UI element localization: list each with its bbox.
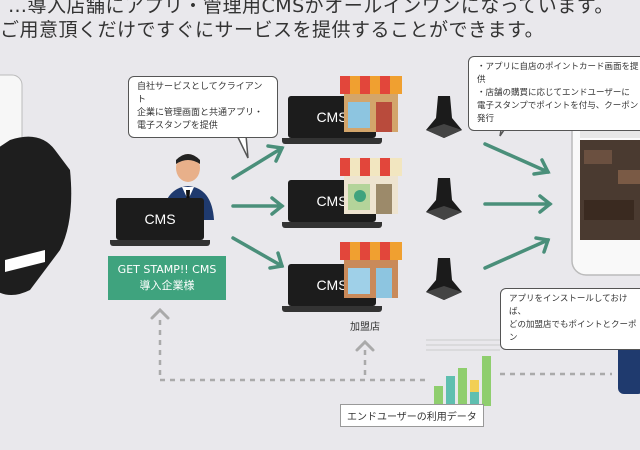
provider-cms-label: CMS <box>144 211 176 227</box>
store-2-icon <box>340 154 402 216</box>
store-label: 加盟店 <box>350 322 380 333</box>
usage-data-chart-icon <box>426 339 500 406</box>
stamp-arrows <box>483 142 553 270</box>
stamp-device-3-icon <box>424 258 464 302</box>
bubble-bottom-line-2: どの加盟店でもポイントとクーポン <box>509 320 637 343</box>
header-line-1: …導入店舗にアプリ・管理用CMSがオールインワンになっています。 <box>8 0 614 17</box>
bubble-right-line-2: ・店舗の購買に応じてエンドユーザーに <box>477 88 630 98</box>
bubble-right-line-1: ・アプリに自店のポイントカード画面を提供 <box>477 62 639 85</box>
data-flow-dashed <box>158 320 612 382</box>
store-1-icon <box>340 72 402 134</box>
bubble-provider-description: 自社サービスとしてクライアント 企業に管理画面と共通アプリ・ 電子スタンプを提供 <box>128 76 278 138</box>
header-line-2: ご用意頂くだけですぐにサービスを提供することができます。 <box>0 19 545 41</box>
store-cms-label-2: CMS <box>316 193 348 209</box>
dashed-arrowhead-store <box>355 339 375 352</box>
bubble-left-line-1: 自社サービスとしてクライアント <box>137 82 263 105</box>
bubble-left-line-2: 企業に管理画面と共通アプリ・ <box>137 108 264 118</box>
provider-box-line-2: 導入企業様 <box>139 279 195 292</box>
provider-box-line-1: GET STAMP!! CMS <box>117 263 217 276</box>
store-cms-label-1: CMS <box>316 109 348 125</box>
bubble-left-line-3: 電子スタンプを提供 <box>137 121 218 131</box>
provider-arrows <box>231 144 285 270</box>
phone-left-icon <box>0 74 72 295</box>
usage-data-label: エンドユーザーの利用データ <box>340 404 484 427</box>
dashed-arrowhead-provider <box>150 307 170 320</box>
bubble-bottom-line-1: アプリをインストールしておけば、 <box>509 294 628 317</box>
provider-box: GET STAMP!! CMS 導入企業様 <box>108 256 226 300</box>
stamp-device-2-icon <box>424 178 464 222</box>
store-3-icon <box>340 238 402 300</box>
bubble-store-description: ・アプリに自店のポイントカード画面を提供 ・店舗の購買に応じてエンドユーザーに … <box>468 56 640 131</box>
stamp-device-1-icon <box>424 96 464 140</box>
bubble-enduser-description: アプリをインストールしておけば、 どの加盟店でもポイントとクーポン <box>500 288 640 350</box>
store-cms-label-3: CMS <box>316 277 348 293</box>
provider-cms-laptop: CMS <box>110 198 210 246</box>
bubble-right-line-3: 電子スタンプでポイントを付与、クーポン発行 <box>477 101 639 124</box>
